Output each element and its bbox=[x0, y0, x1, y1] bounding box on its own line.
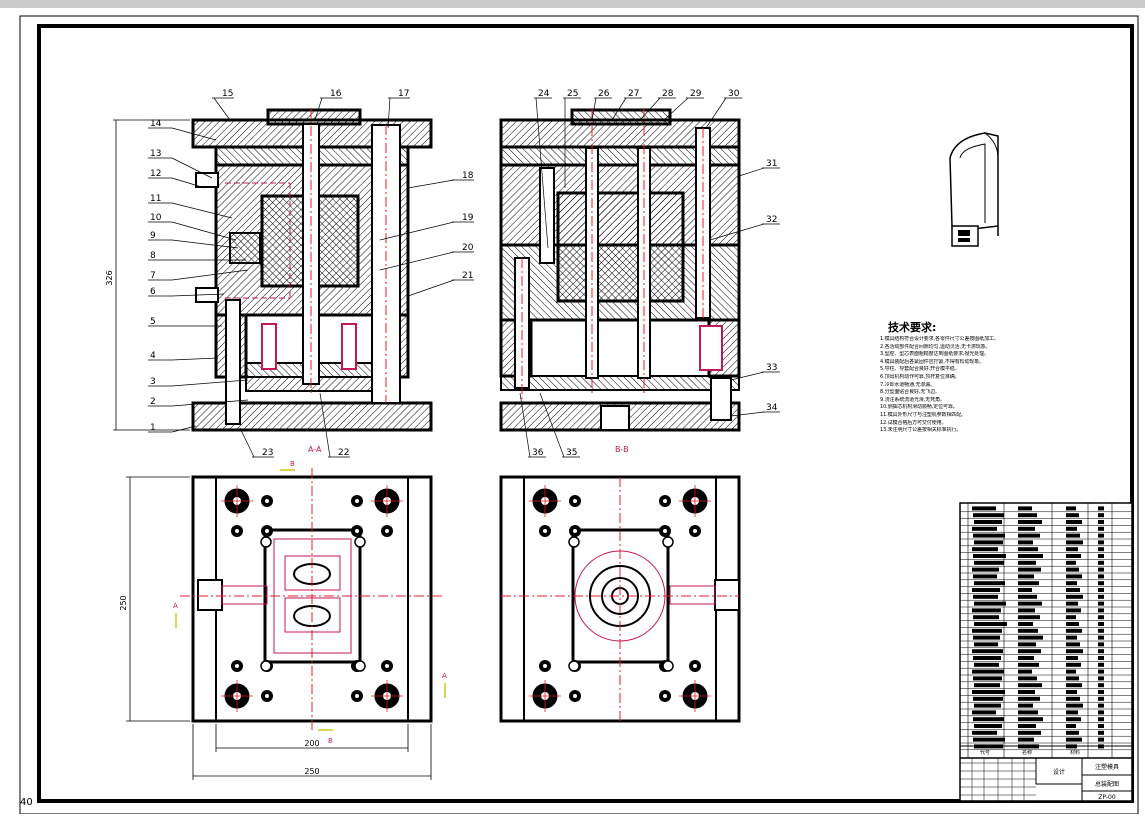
title-designer: 设计 bbox=[1053, 768, 1065, 776]
part-callout-number: 17 bbox=[398, 89, 409, 99]
title-drawing-code: ZP-00 bbox=[1098, 794, 1116, 801]
title-drawing-name: 注塑模具 bbox=[1095, 763, 1119, 771]
part-callout-number: 32 bbox=[766, 215, 777, 225]
part-callout-number: 34 bbox=[766, 403, 778, 413]
part-callout-number: 11 bbox=[150, 194, 161, 204]
technical-requirement-item: 2.各活动部件配合间隙均匀,运动灵活,无卡滞现象。 bbox=[880, 343, 991, 350]
technical-requirement-item: 8.分型面贴合良好,无飞边。 bbox=[880, 389, 940, 396]
technical-requirements-title: 技术要求: bbox=[888, 321, 937, 334]
technical-requirement-item: 11.模具外形尺寸与注塑机参数相匹配。 bbox=[880, 411, 967, 418]
cut-markers: A A B B bbox=[173, 460, 447, 745]
part-callout-number: 19 bbox=[462, 213, 474, 223]
dimension-plan-widths: 200 250 bbox=[192, 724, 432, 780]
technical-requirement-item: 13.未注明尺寸公差按相关标准执行。 bbox=[880, 427, 962, 434]
part-callout-number: 2 bbox=[150, 397, 156, 407]
dim-250-height-text: 250 bbox=[119, 595, 128, 610]
part-callout-number: 6 bbox=[150, 287, 156, 297]
part-callout-number: 16 bbox=[330, 89, 342, 99]
technical-requirement-item: 6.顶出机构动作可靠,顶杆复位准确。 bbox=[880, 373, 960, 380]
title-block: 代号 名称 材料 设计 注塑模具 总装配图 ZP-00 bbox=[959, 502, 1133, 802]
title-drawing-subtitle: 总装配图 bbox=[1095, 780, 1119, 788]
cut-a-left: A bbox=[173, 602, 178, 610]
part-callout-number: 31 bbox=[766, 159, 777, 169]
part-callout-number: 10 bbox=[150, 213, 162, 223]
dimension-height-main: 3 2 6 bbox=[105, 119, 190, 431]
technical-requirement-item: 12.试模合格后方可交付使用。 bbox=[880, 419, 947, 426]
section-view-a-a bbox=[191, 108, 433, 432]
part-callout-number: 36 bbox=[532, 448, 544, 458]
part-callout-number: 24 bbox=[538, 89, 550, 99]
part-callout-number: 28 bbox=[662, 89, 674, 99]
part-callout-number: 18 bbox=[462, 171, 474, 181]
technical-requirements-list: 1.模具结构符合设计要求,各零件尺寸公差按图纸加工。2.各活动部件配合间隙均匀,… bbox=[880, 336, 1130, 435]
window-top-bar bbox=[0, 0, 1145, 8]
technical-requirement-item: 10.侧抽芯机构滑动顺畅,定位可靠。 bbox=[880, 404, 958, 411]
bill-of-materials bbox=[960, 503, 1132, 758]
plan-right-holes bbox=[529, 485, 711, 712]
label-section-a-a: A-A bbox=[308, 445, 322, 454]
part-callout-number: 20 bbox=[462, 243, 474, 253]
part-callout-number: 5 bbox=[150, 317, 156, 327]
drawing-svg: 3 26 15 16 17 14 13 12 11 10 9 8 7 6 5 4 32 1 18 19 20 21 23 2… bbox=[19, 15, 1139, 815]
part-callout-number: 15 bbox=[222, 89, 233, 99]
dim-200-text: 200 bbox=[304, 739, 319, 748]
technical-requirement-item: 7.冷却水道畅通,无渗漏。 bbox=[880, 381, 936, 388]
bom-header-code: 代号 bbox=[980, 749, 990, 756]
part-isometric bbox=[949, 132, 999, 247]
part-callout-number: 26 bbox=[598, 89, 610, 99]
part-callout-number: 1 bbox=[150, 423, 156, 433]
part-callout-number: 33 bbox=[766, 363, 777, 373]
cut-b-bottom: B bbox=[328, 737, 333, 745]
section-view-b-b bbox=[499, 108, 741, 432]
part-callout-number: 7 bbox=[150, 271, 156, 281]
technical-requirement-item: 5.导柱、导套配合良好,开合模平稳。 bbox=[880, 366, 960, 373]
part-callout-number: 8 bbox=[150, 251, 156, 261]
part-callout-number: 25 bbox=[567, 89, 578, 99]
technical-requirement-item: 1.模具结构符合设计要求,各零件尺寸公差按图纸加工。 bbox=[880, 336, 999, 342]
part-callout-number: 4 bbox=[150, 351, 156, 361]
part-callout-number: 35 bbox=[566, 448, 577, 458]
cut-b-top: B bbox=[290, 460, 295, 468]
dim-250-width-text: 250 bbox=[304, 767, 319, 776]
part-callout-number: 9 bbox=[150, 231, 156, 241]
part-callouts-right: 24 25 26 27 28 29 30 31 32 33 34 36 35 bbox=[519, 89, 780, 458]
dimension-plan-height: 250 bbox=[119, 476, 190, 722]
part-callout-number: 21 bbox=[462, 271, 473, 281]
part-callout-number: 3 bbox=[150, 377, 156, 387]
plan-left-holes bbox=[221, 485, 403, 712]
sheet-corner-mark: 40 bbox=[20, 797, 33, 808]
part-callout-number: 22 bbox=[338, 448, 349, 458]
bom-header-name: 名称 bbox=[1022, 749, 1032, 756]
part-callout-number: 13 bbox=[150, 149, 161, 159]
bom-header-material: 材料 bbox=[1070, 749, 1080, 756]
plan-view-fixed-half bbox=[499, 475, 741, 723]
technical-requirement-item: 4.模具装配后各紧固件应拧紧,不得有松动现象。 bbox=[880, 358, 985, 365]
part-callout-number: 30 bbox=[728, 89, 740, 99]
part-callout-number: 27 bbox=[628, 89, 639, 99]
part-callout-number: 29 bbox=[690, 89, 702, 99]
part-callout-number: 12 bbox=[150, 169, 161, 179]
part-callout-number: 14 bbox=[150, 119, 162, 129]
label-section-b-b: B-B bbox=[615, 445, 629, 454]
cut-a-right: A bbox=[442, 672, 447, 680]
part-callout-number: 23 bbox=[262, 448, 273, 458]
technical-requirement-item: 9.浇注系统流道光滑,无死角。 bbox=[880, 396, 945, 403]
technical-requirement-item: 3.型腔、型芯表面粗糙度达到图纸要求,抛光处理。 bbox=[880, 351, 989, 358]
dim-326-text: 326 bbox=[105, 270, 114, 285]
sheet-inner-border bbox=[37, 24, 1134, 803]
